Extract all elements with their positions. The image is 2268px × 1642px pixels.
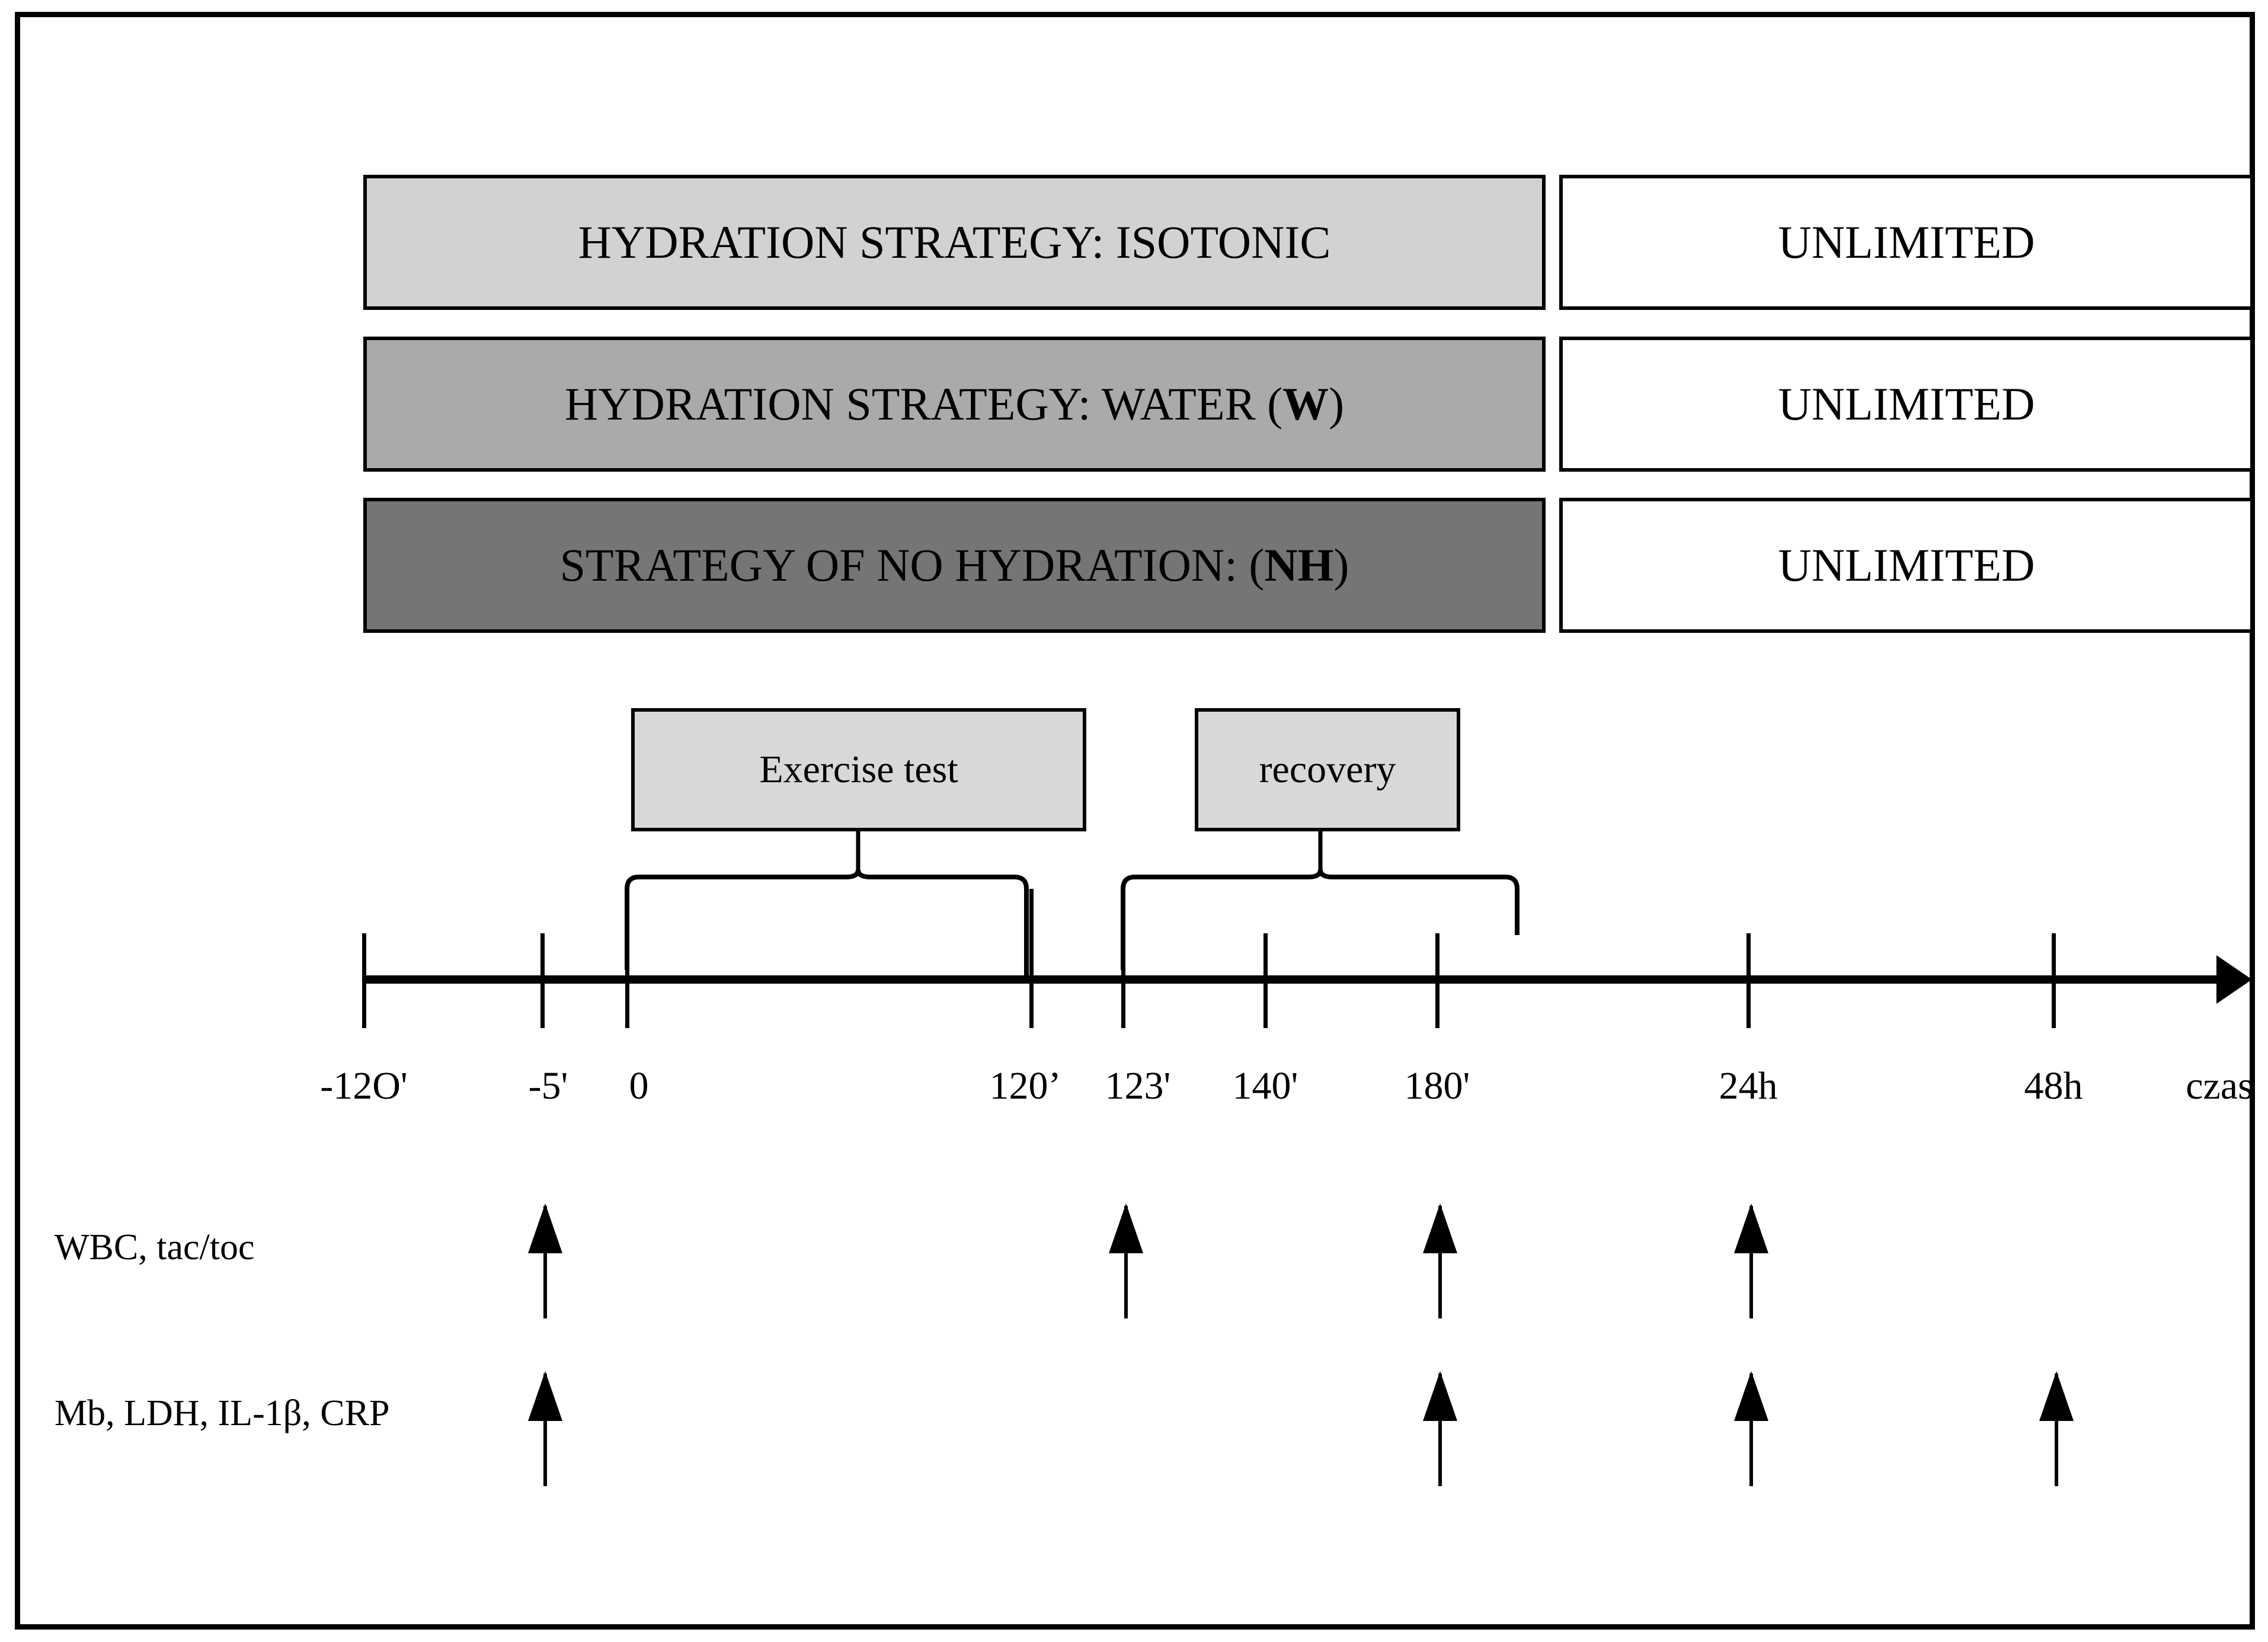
intake-box-water-label: UNLIMITED (1778, 378, 2035, 430)
strategy-bar-water: HYDRATION STRATEGY: WATER (W) (363, 337, 1546, 472)
intake-box-no-hydration: UNLIMITED (1559, 498, 2254, 633)
tick-label-120: 120ʼ (989, 1064, 1061, 1108)
intake-box-no-hydration-label: UNLIMITED (1778, 539, 2035, 591)
phase-box-exercise-test: Exercise test (631, 708, 1086, 831)
intake-box-water: UNLIMITED (1559, 337, 2254, 472)
measurement-row-label-wbc: WBC, tac/toc (55, 1227, 255, 1267)
strategy-bar-water-label: HYDRATION STRATEGY: WATER (W) (564, 378, 1345, 430)
timeline-axis (364, 975, 2219, 984)
strategy-bar-no-hydration-label: STRATEGY OF NO HYDRATION: (NH) (559, 539, 1349, 591)
tick-label-180: 180' (1404, 1064, 1470, 1108)
phase-box-recovery-label: recovery (1259, 748, 1396, 791)
tick-label-140: 140' (1232, 1064, 1298, 1108)
tick-140 (1263, 933, 1268, 1028)
tick-label--5: -5' (528, 1064, 568, 1108)
tick-label-24h: 24h (1719, 1064, 1778, 1108)
strategy-bar-isotonic-label: HYDRATION STRATEGY: ISOTONIC (578, 216, 1331, 268)
axis-label-time: czas (2186, 1064, 2253, 1108)
strategy-bar-no-hydration: STRATEGY OF NO HYDRATION: (NH) (363, 498, 1546, 633)
tick-24h (1746, 933, 1751, 1028)
tick--5 (540, 933, 545, 1028)
intake-box-isotonic: UNLIMITED (1559, 175, 2254, 310)
tick-0 (625, 889, 629, 1028)
tick-label-0: 0 (629, 1064, 649, 1108)
strategy-bar-isotonic: HYDRATION STRATEGY: ISOTONIC (363, 175, 1546, 310)
tick-label-48h: 48h (2024, 1064, 2083, 1108)
tick-123 (1121, 889, 1125, 1028)
tick-48h (2052, 933, 2056, 1028)
intake-box-isotonic-label: UNLIMITED (1778, 216, 2035, 268)
measurement-row-label-mb: Mb, LDH, IL-1β, CRP (55, 1393, 390, 1433)
tick-120 (1029, 889, 1034, 1028)
tick-label--120: -12O' (320, 1064, 408, 1108)
phase-box-recovery: recovery (1195, 708, 1460, 831)
tick-180 (1435, 933, 1440, 1028)
phase-box-exercise-test-label: Exercise test (759, 748, 958, 791)
tick--120 (362, 933, 366, 1028)
figure-border (15, 12, 2255, 1630)
tick-label-123: 123' (1105, 1064, 1171, 1108)
